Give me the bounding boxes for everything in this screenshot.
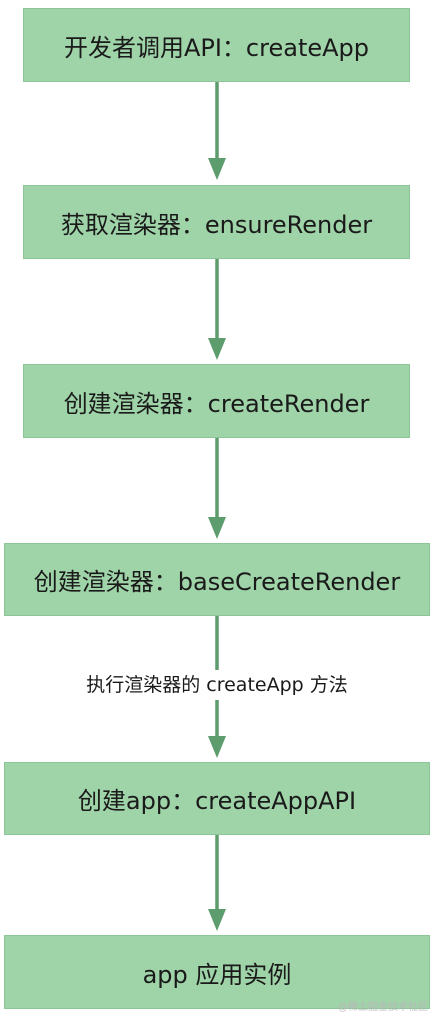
node-base-create-render: 创建渲染器：baseCreateRender — [4, 543, 430, 616]
arrow-2 — [208, 259, 226, 360]
node-label: 获取渲染器：ensureRender — [60, 210, 373, 239]
node-create-app-call: 开发者调用API：createApp — [23, 8, 410, 82]
node-ensure-render: 获取渲染器：ensureRender — [23, 185, 410, 259]
arrow-5 — [208, 835, 226, 931]
arrow-3 — [208, 438, 226, 539]
node-create-app-api: 创建app：createAppAPI — [4, 762, 430, 835]
watermark: @稀土掘金技术社区 — [338, 1002, 428, 1013]
node-label: 创建渲染器：baseCreateRender — [33, 568, 401, 596]
edge-label: 执行渲染器的 createApp 方法 — [0, 670, 434, 700]
node-label: 创建渲染器：createRender — [63, 389, 370, 418]
node-label: 创建app：createAppAPI — [77, 787, 357, 815]
node-label: 开发者调用API：createApp — [63, 33, 370, 62]
node-create-render: 创建渲染器：createRender — [23, 364, 410, 438]
node-app-instance: app 应用实例 — [4, 935, 430, 1009]
node-label: app 应用实例 — [142, 960, 292, 989]
arrow-1 — [208, 82, 226, 180]
